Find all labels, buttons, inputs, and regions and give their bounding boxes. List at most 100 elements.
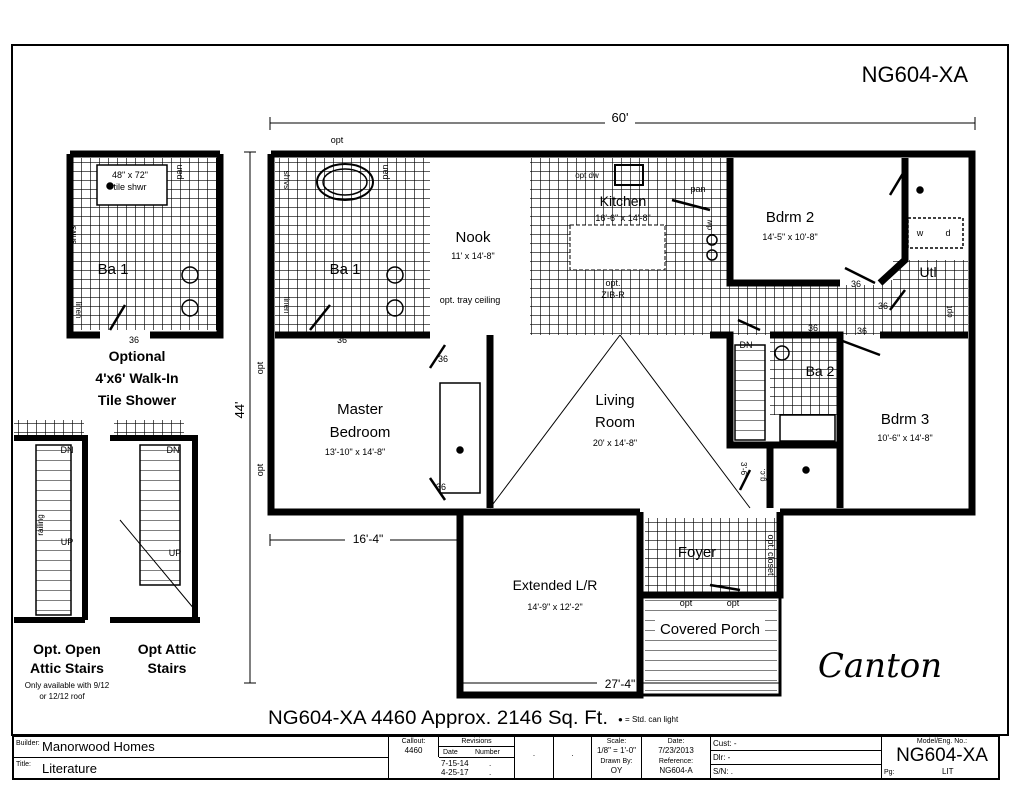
open-stairs-note-1: Only available with 9/12 [25, 681, 110, 690]
shower-label-2: 4'x6' Walk-In [95, 370, 178, 386]
shower-label-3: Tile Shower [98, 392, 177, 408]
blank-cell-2: . [554, 737, 592, 778]
builder-label: Builder: [16, 740, 40, 747]
master-size: 13'-10" x 14'-8" [325, 447, 385, 457]
open-stairs-dn: DN [61, 445, 74, 455]
page-label: Pg: [884, 769, 895, 776]
door-width: 36 [438, 354, 448, 364]
door-width: 36 [129, 335, 139, 345]
bdrm2-size: 14'-5" x 10'-8" [762, 232, 817, 242]
washer-label: w [916, 228, 924, 238]
revision-date-1: 7-15-14 [441, 759, 469, 768]
bath2-label: Ba 2 [806, 363, 835, 379]
shower-label-1: Optional [109, 348, 166, 364]
drawn-by-value: OY [610, 766, 623, 775]
living-label-2: Room [595, 414, 635, 431]
scale-cell: Scale: 1/8" = 1'-0" Drawn By: OY [592, 737, 642, 778]
extended-size: 14'-9" x 12'-2" [527, 602, 582, 612]
option-bath-label: Ba 1 [98, 261, 129, 278]
porch-opt-2: opt [727, 598, 740, 608]
title-label: Title: [16, 761, 31, 768]
revisions-cell: Revisions Date Number 7-15-14 4-25-17 . … [439, 737, 515, 778]
door-width: 36 [337, 335, 347, 345]
dealer-value: Dlr: - [713, 753, 731, 762]
door-width: 36 [857, 326, 867, 336]
kitchen-note-zibr: ZIB-R [601, 290, 625, 300]
customer-cell: Cust: - Dlr: - S/N: . [711, 737, 882, 778]
builder-cell: Builder: Manorwood Homes Title: Literatu… [14, 737, 389, 778]
opt-dw-label: opt dw [575, 171, 599, 180]
pan-label-2: pan [380, 164, 390, 179]
door-width-labels: 36 36 36 36 36 36 36 36 [129, 279, 888, 492]
open-stairs-note-2: or 12/12 roof [39, 692, 85, 701]
revisions-label: Revisions [461, 738, 492, 745]
kitchen-size: 16'-6" x 14'-8" [595, 213, 650, 223]
scale-label: Scale: [606, 738, 627, 745]
callout-label: Callout: [401, 738, 426, 745]
pantry-label: pan [690, 184, 705, 194]
model-cell: Model/Eng. No.: NG604-XA Pg: LIT [882, 737, 1002, 778]
pan-label: pan [174, 164, 184, 179]
master-bath-label: Ba 1 [330, 261, 361, 278]
can-light-legend: ● = Std. can light [618, 715, 679, 724]
opt-window-1: opt [255, 361, 265, 374]
customer-value: Cust: - [713, 739, 737, 748]
dim-3-6: 3'-6" [739, 462, 748, 478]
door-width: 36 [878, 301, 888, 311]
bdrm3-size: 10'-6" x 14'-8" [877, 433, 932, 443]
dryer-label: d [945, 228, 950, 238]
opt-window-2: opt [255, 463, 265, 476]
rev-date-header: Date [443, 749, 458, 756]
rev-number-header: Number [475, 749, 500, 756]
depth-dimension: 44' [232, 402, 247, 419]
open-stairs-up: UP [61, 537, 74, 547]
utility-label: Utl [919, 264, 936, 280]
kitchen-note-opt: opt. [605, 278, 620, 288]
foyer-label: Foyer [678, 544, 716, 561]
revision-date-2: 4-25-17 [441, 768, 469, 777]
model-label: Model/Eng. No.: [916, 738, 968, 745]
offset-dimension: 16'-4" [353, 532, 384, 546]
attic-stairs-dn: DN [167, 445, 180, 455]
stairs-dn-label: DN [740, 340, 753, 350]
open-stairs-label-2: Attic Stairs [30, 660, 104, 676]
callout-value: 4460 [404, 746, 423, 755]
attic-stairs-label-1: Opt Attic [138, 641, 197, 657]
date-value: 7/23/2013 [658, 746, 694, 755]
linen-label-2: linen [74, 302, 83, 319]
blank-cell-1: . [515, 737, 554, 778]
dw-label: dw [705, 220, 714, 230]
reference-label: Reference: [658, 758, 694, 765]
room-labels: Ba 1 Nook 11' x 14'-8" opt. tray ceiling… [69, 135, 954, 638]
plan-summary: NG604-XA 4460 Approx. 2146 Sq. Ft. [268, 708, 608, 729]
living-size: 20' x 14'-8" [593, 438, 637, 448]
bdrm3-label: Bdrm 3 [881, 411, 929, 428]
drawn-by-label: Drawn By: [600, 758, 633, 765]
attic-stairs-up: UP [169, 548, 182, 558]
nook-label: Nook [455, 229, 491, 246]
bdrm2-label: Bdrm 2 [766, 209, 814, 226]
callout-cell: Callout: 4460 [389, 737, 439, 757]
rooms [430, 158, 893, 318]
master-label-1: Master [337, 401, 383, 418]
revision-number-2: . [489, 768, 492, 777]
opt-label: opt [331, 135, 344, 145]
serial-value: S/N: . [713, 767, 734, 776]
gc-label: g.c. [758, 469, 767, 482]
shelves-label: shlvs [282, 171, 291, 189]
extended-label: Extended L/R [513, 577, 598, 593]
shower-size: 48" x 72" [112, 170, 148, 180]
linen-label: linen [282, 297, 291, 314]
nook-note: opt. tray ceiling [440, 295, 501, 305]
sheet-border [11, 44, 1009, 736]
title-block: Builder: Manorwood Homes Title: Literatu… [12, 735, 1000, 780]
date-cell: Date: 7/23/2013 Reference: NG604-A [642, 737, 711, 778]
kitchen-label: Kitchen [600, 193, 647, 209]
plan-name: Canton [818, 646, 942, 686]
door-width: 36 [851, 279, 861, 289]
fixtures [35, 163, 964, 616]
option-labels: 48" x 72" tile shwr Ba 1 Optional 4'x6' … [25, 170, 197, 701]
door-swings [108, 169, 907, 592]
reference-value: NG604-A [659, 766, 693, 775]
